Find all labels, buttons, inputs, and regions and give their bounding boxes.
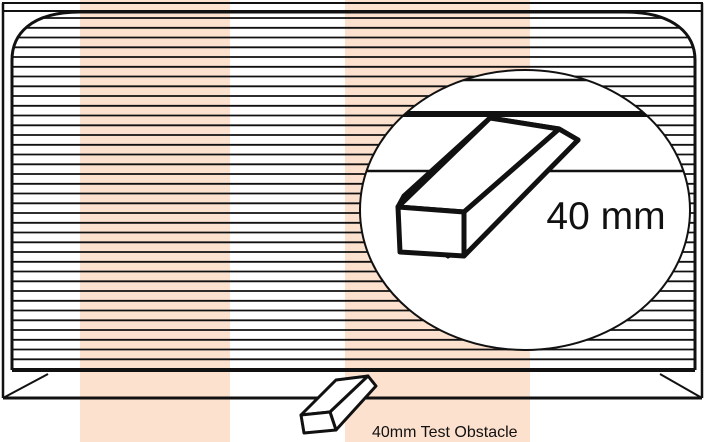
magnifier-callout: 40 mm <box>359 69 691 351</box>
callout-label: 40 mm <box>546 195 665 238</box>
magnifier-fill <box>360 70 690 350</box>
magnifier-outline <box>359 69 691 351</box>
obstacle-block-magnified <box>395 115 581 259</box>
caption: 40mm Test Obstacle <box>372 424 518 441</box>
floor-left-perspective <box>2 373 49 399</box>
obstacle-block-small <box>299 374 378 435</box>
floor-right-perspective <box>659 373 703 399</box>
